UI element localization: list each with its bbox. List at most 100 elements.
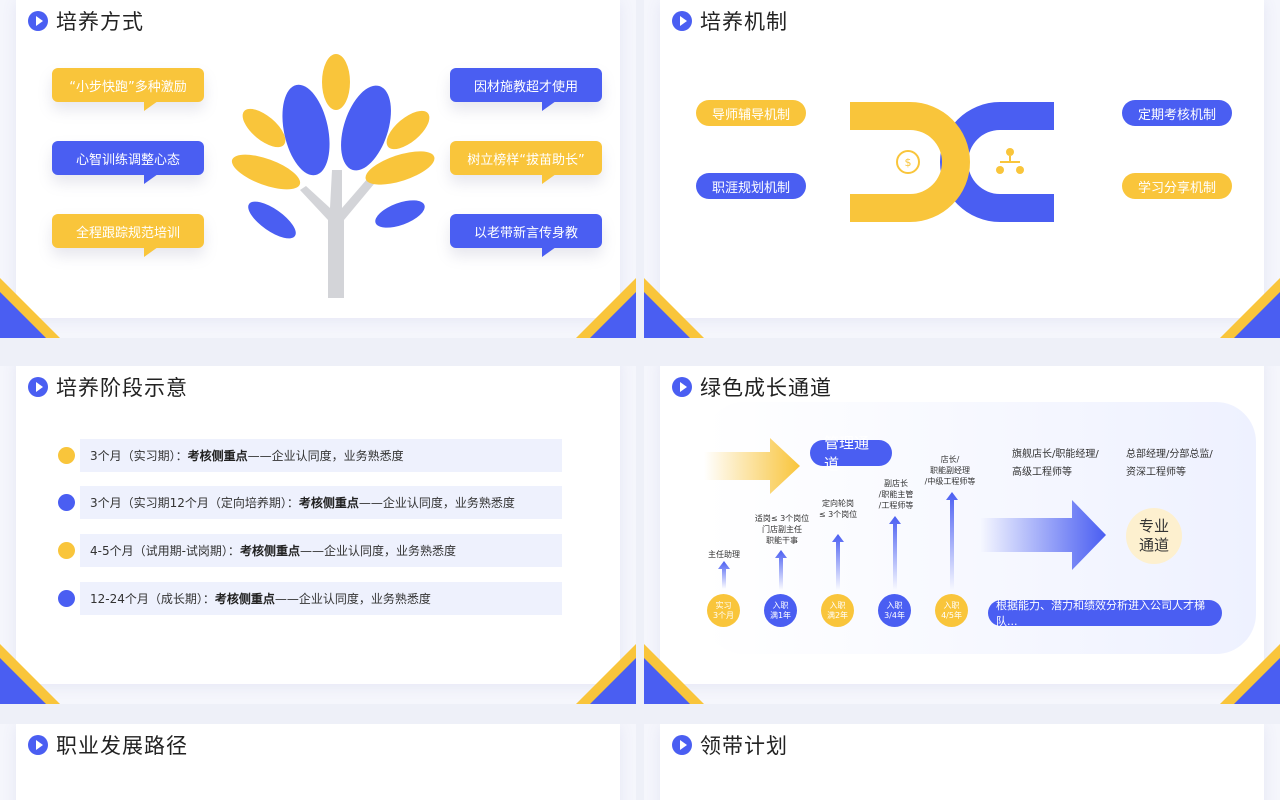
bottom-bar: 根据能力、潜力和绩效分析进入公司人才梯队... [988, 599, 1222, 628]
stage-detail: ——企业认同度，业务熟悉度 [358, 496, 515, 510]
corner-triangle-decoration [576, 644, 636, 704]
svg-text:$: $ [905, 156, 912, 169]
text-line: 定向轮岗 [822, 499, 854, 508]
step-label: 店长/职能副经理/中级工程师等 [916, 454, 984, 487]
top-level-text: 旗舰店长/职能经理/ 高级工程师等 [1012, 446, 1099, 482]
step-circle: 入职满1年 [764, 594, 797, 627]
corner-triangle-decoration [644, 278, 704, 338]
slide-training-methods: 培养方式 “小步快跑”多种激励 心智训练调整心态 全程跟踪规范培训 因材施教超才… [0, 0, 636, 338]
up-arrow [718, 561, 730, 589]
step-label: 主任助理 [698, 549, 750, 560]
stage-dot [58, 447, 75, 464]
slide-title: 培养方式 [28, 8, 144, 34]
stage-period: 12-24个月（成长期）： [90, 592, 215, 606]
step-circle-text: 3个月 [712, 610, 735, 620]
stage-period: 3个月（实习期）： [90, 449, 188, 463]
mgmt-arrow [704, 438, 800, 494]
step-circle-text: 入职 [943, 600, 960, 610]
method-bubble: 以老带新言传身教 [450, 214, 602, 257]
step-circle-text: 4/5年 [941, 610, 962, 620]
play-icon [28, 377, 48, 397]
pro-channel-circle: 专业 通道 [1126, 508, 1182, 564]
step-circle-text: 入职 [829, 600, 846, 610]
slide-title-text: 培养阶段示意 [56, 376, 188, 400]
pro-channel-text: 专业 [1138, 517, 1169, 535]
clock-dollar-icon [896, 150, 920, 174]
interlocking-rings: $ [850, 102, 1054, 222]
text-line: 旗舰店长/职能经理/ [1012, 449, 1099, 460]
stage-period: 4-5个月（试用期-试岗期）： [90, 544, 240, 558]
stage-row: 4-5个月（试用期-试岗期）：考核侧重点——企业认同度，业务熟悉度 [80, 534, 562, 567]
stage-text: 3个月（实习期12个月（定向培养期）：考核侧重点——企业认同度，业务熟悉度 [80, 494, 515, 511]
mechanism-label: 定期考核机制 [1137, 107, 1216, 123]
stage-dot [58, 590, 75, 607]
step-label: 副店长/职能主管/工程师等 [866, 478, 926, 511]
mechanism-label: 学习分享机制 [1137, 180, 1216, 196]
mgmt-channel-label: 管理通道 [810, 434, 892, 473]
bottom-bar-text: 根据能力、潜力和绩效分析进入公司人才梯队... [996, 599, 1205, 628]
stage-row: 3个月（实习期）：考核侧重点——企业认同度，业务熟悉度 [80, 439, 562, 472]
up-arrow [775, 550, 787, 590]
method-bubble: “小步快跑”多种激励 [52, 68, 204, 111]
slide-title-text: 培养方式 [56, 10, 144, 34]
tree-illustration [231, 54, 435, 298]
text-line: /中级工程师等 [924, 477, 976, 486]
text-line: 高级工程师等 [1012, 467, 1072, 478]
method-bubble: 心智训练调整心态 [52, 141, 204, 184]
stage-detail: ——企业认同度，业务熟悉度 [274, 592, 431, 606]
corner-triangle-decoration [1220, 278, 1280, 338]
text-line: ≤ 3个岗位 [818, 510, 858, 519]
slide-training-stages: 培养阶段示意 3个月（实习期）：考核侧重点——企业认同度，业务熟悉度 3个月（实… [0, 366, 636, 704]
org-chart-icon [996, 148, 1024, 174]
text-line: 副店长 [884, 479, 908, 488]
stage-dot [58, 494, 75, 511]
pro-channel-text: 通道 [1138, 536, 1169, 554]
method-label: “小步快跑”多种激励 [69, 79, 187, 95]
step-circle-text: 入职 [772, 600, 789, 610]
text-line: 门店副主任 [762, 525, 802, 534]
stage-row: 3个月（实习期12个月（定向培养期）：考核侧重点——企业认同度，业务熟悉度 [80, 486, 562, 519]
step-circle-text: 满2年 [826, 610, 849, 620]
step-circle-text: 满1年 [769, 610, 792, 620]
text-line: 店长/ [940, 455, 960, 464]
play-icon [28, 735, 48, 755]
stage-focus: 考核侧重点 [187, 449, 248, 463]
play-icon [28, 11, 48, 31]
step-circle: 入职满2年 [821, 594, 854, 627]
method-label: 树立榜样“拔苗助长” [467, 152, 585, 168]
stage-dot [58, 542, 75, 559]
slide-leadership-plan: 领带计划 [644, 724, 1280, 800]
mechanism-pill: 导师辅导机制 [696, 100, 806, 126]
step-label: 定向轮岗 ≤ 3个岗位 [812, 498, 864, 520]
method-label: 全程跟踪规范培训 [75, 225, 180, 241]
mechanism-pill: 职涯规划机制 [696, 173, 806, 199]
slide-title-text: 领带计划 [700, 734, 788, 758]
slide-title: 职业发展路径 [28, 732, 188, 758]
method-label: 以老带新言传身教 [473, 225, 578, 241]
play-icon [672, 735, 692, 755]
stage-focus: 考核侧重点 [239, 544, 300, 558]
stage-detail: ——企业认同度，业务熟悉度 [247, 449, 404, 463]
stage-focus: 考核侧重点 [214, 592, 275, 606]
slide-card [16, 724, 620, 800]
method-bubble: 树立榜样“拔苗助长” [450, 141, 602, 184]
method-label: 因材施教超才使用 [473, 79, 578, 95]
text-line: 资深工程师等 [1126, 467, 1186, 478]
mgmt-channel-text: 管理通道 [824, 434, 870, 473]
slide-title-text: 培养机制 [700, 10, 788, 34]
stage-period: 3个月（实习期12个月（定向培养期）： [90, 496, 299, 510]
stage-text: 4-5个月（试用期-试岗期）：考核侧重点——企业认同度，业务熟悉度 [80, 542, 456, 559]
slide-title-text: 职业发展路径 [56, 734, 188, 758]
slide-title: 领带计划 [672, 732, 788, 758]
text-line: 总部经理/分部总监/ [1126, 449, 1213, 460]
step-circle-text: 实习 [715, 600, 732, 610]
up-arrow [946, 492, 958, 590]
method-bubble: 因材施教超才使用 [450, 68, 602, 111]
corner-triangle-decoration [644, 644, 704, 704]
stage-text: 3个月（实习期）：考核侧重点——企业认同度，业务熟悉度 [80, 447, 404, 464]
stage-focus: 考核侧重点 [298, 496, 359, 510]
pro-arrow [980, 500, 1106, 570]
up-arrow [889, 516, 901, 590]
mechanism-pill: 定期考核机制 [1122, 100, 1232, 126]
slide-title: 绿色成长通道 [672, 374, 832, 400]
